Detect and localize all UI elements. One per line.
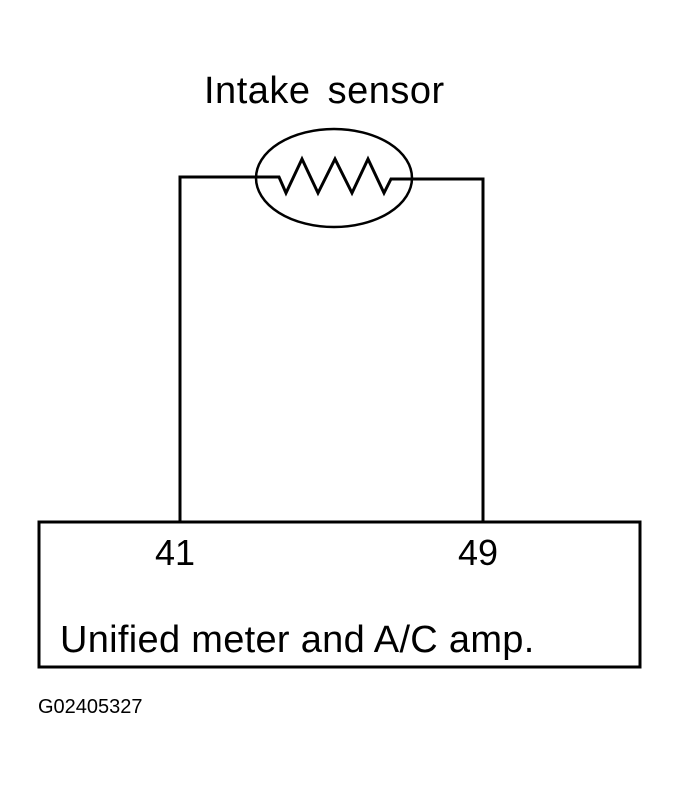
unit-name-label: Unified meter and A/C amp. bbox=[60, 619, 535, 661]
figure-id-label: G02405327 bbox=[38, 696, 143, 718]
resistor-zigzag bbox=[258, 155, 410, 197]
wire-pin-41 bbox=[178, 175, 258, 522]
pin-41-label: 41 bbox=[155, 532, 196, 573]
sensor-ellipse bbox=[254, 127, 414, 229]
wire-pin-49 bbox=[410, 177, 485, 522]
thermistor-resistor-icon bbox=[254, 127, 414, 229]
pin-49-label: 49 bbox=[458, 532, 499, 573]
sensor-label: Intake sensor bbox=[204, 70, 445, 112]
unit-box bbox=[37, 520, 642, 669]
